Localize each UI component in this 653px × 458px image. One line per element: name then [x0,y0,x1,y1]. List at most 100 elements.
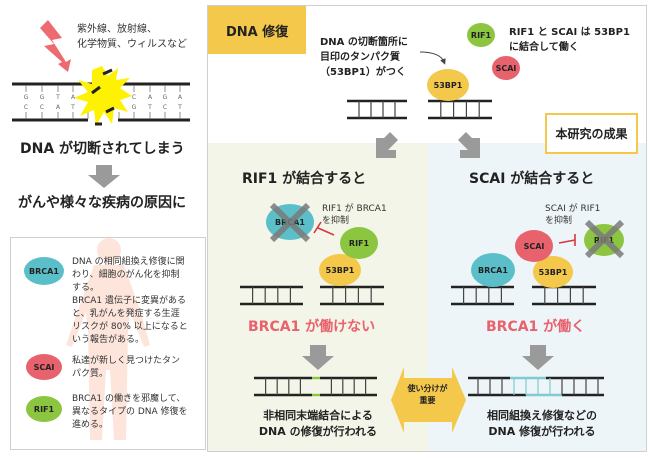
dna-base: T [55,94,60,101]
dna-base: G [24,94,29,101]
outcome-line-1: 相同組換え修復などの [487,409,597,422]
marker-line-1: DNA の切断箇所に [320,37,408,48]
dna-cut-statement: DNA が切断されてしまう [20,141,185,157]
description-line: 進める。 [72,420,109,430]
description-line: する。 [72,283,100,293]
description-line: DNA の相同組換え修復に関 [72,257,185,267]
damage-sources-line-2: 化学物質、ウィルスなど [77,39,187,50]
disease-cause-statement: がんや様々な疾病の原因に [18,195,186,211]
repaired-dna-hr [468,376,604,397]
center-line-2: 重要 [419,396,436,405]
scai-label-right: SCAI [524,242,545,251]
damage-sources-label: 紫外線、放射線、 化学物質、ウィルスなど [77,22,187,52]
brca1-active-status: BRCA1 が働く [486,319,586,335]
brca1-label-active: BRCA1 [478,266,508,275]
scai-inhibit-text: SCAI が RIF1 を抑制 [545,203,600,227]
p53bp1-bubble-top [427,69,469,101]
inhibit-arrow-icon [558,234,576,246]
inhibit-line-1: RIF1 が BRCA1 [322,204,387,214]
branch-arrow-left-icon [376,132,398,158]
legend-scai-label: SCAI [34,363,55,372]
brca1-blocked-status: BRCA1 が働けない [248,319,376,335]
dna-base: A [56,104,61,111]
nhej-outcome: 非相同末端結合による DNA の修復が行われる [246,408,390,440]
binding-line-2: に結合して働く [509,42,579,53]
hr-outcome: 相同組換え修復などの DNA 修復が行われる [472,408,612,440]
brca1-bubble-active [471,253,515,287]
p53bp1-bubble-left [319,254,361,286]
branch-arrow-right-icon [458,132,480,158]
inhibit-line-2: を抑制 [322,216,350,226]
repaired-dna-nhej [254,376,377,397]
description-line: わり、細胞のがん化を抑制 [72,270,180,280]
binding-explanation: RIF1 と SCAI は 53BP1 に結合して働く [509,25,630,55]
description-line: パク質。 [72,369,109,379]
broken-dna-top [347,99,492,120]
binding-line-1: RIF1 と SCAI は 53BP1 [509,27,630,38]
description-line: いう報告がある。 [72,335,145,345]
damage-sources-line-1: 紫外線、放射線、 [77,24,157,35]
curved-pointer-arrow [419,51,446,65]
cross-mark-icon [584,219,625,259]
dna-base: G [163,94,168,101]
dna-base: C [24,104,28,111]
dna-base: T [177,104,182,111]
description-line: 異なるタイプの DNA 修復を [72,407,188,417]
lightning-icon [40,20,71,72]
legend-rif1-bubble [26,396,62,422]
rif1-bubble-left [340,227,378,259]
marker-line-2: 目印のタンパク質 [320,52,400,63]
scai-bubble-top [492,56,520,80]
research-result-box: 本研究の成果 [545,113,638,154]
selective-use-label: 使い分けが 重要 [395,383,460,407]
legend-brca1-label: BRCA1 [29,267,59,276]
dna-base: A [148,94,153,101]
description-line: 私達が新しく見つけたタン [72,356,181,366]
legend-scai-description: 私達が新しく見つけたタン パク質。 [72,355,180,381]
dna-base: C [40,104,44,111]
description-line: と、乳がんを発症する生涯 [72,309,180,319]
break-burst-icon [74,66,132,126]
description-line: リスクが 80% 以上になると [72,322,188,332]
inhibit-line-1: SCAI が RIF1 [545,204,601,214]
rif1-bubble-top [467,23,495,47]
dna-base: A [178,94,183,101]
outcome-line-2: DNA の修復が行われる [258,425,378,438]
legend-rif1-label: RIF1 [34,405,55,414]
marker-protein-label: DNA の切断箇所に 目印のタンパク質 （53BP1）がつく [320,35,408,80]
outcome-line-1: 非相同末端結合による [263,409,373,422]
center-line-1: 使い分けが [407,384,448,393]
inhibit-line-2: を抑制 [545,216,573,226]
dna-base: T [147,104,152,111]
left-branch-dna [240,285,384,306]
cross-mark-icon [269,202,311,243]
rif1-label-top: RIF1 [471,31,492,40]
p53bp1-label-top: 53BP1 [434,81,463,90]
broken-strand-fragments [91,68,115,126]
right-branch-dna [451,285,596,306]
dna-base: G [132,104,137,111]
dna-base: C [163,104,167,111]
rif1-branch-title: RIF1 が結合すると [242,171,367,187]
p53bp1-bubble-right [533,256,573,288]
inhibit-arrow-icon [313,221,335,236]
outcome-line-2: DNA 修復が行われる [488,425,596,438]
dna-base: G [40,94,45,101]
legend-brca1-description: DNA の相同組換え修復に関 わり、細胞のがん化を抑制 する。 BRCA1 遺伝… [72,256,188,347]
rif1-label-left: RIF1 [349,239,370,248]
dna-base: T [70,104,75,111]
dna-base: C [132,94,136,101]
human-silhouette-icon [66,238,150,440]
marker-line-3: （53BP1）がつく [320,67,406,78]
dna-repair-section-tag: DNA 修復 [208,6,306,54]
double-arrow-icon [391,367,466,433]
down-arrow-icon [88,165,120,188]
description-line: BRCA1 遺伝子に変異がある [72,296,187,306]
down-arrow-left-icon [302,345,334,370]
dna-base: A [71,94,76,101]
legend-scai-bubble [26,354,62,380]
description-line: BRCA1 の働きを邪魔して、 [72,394,186,404]
